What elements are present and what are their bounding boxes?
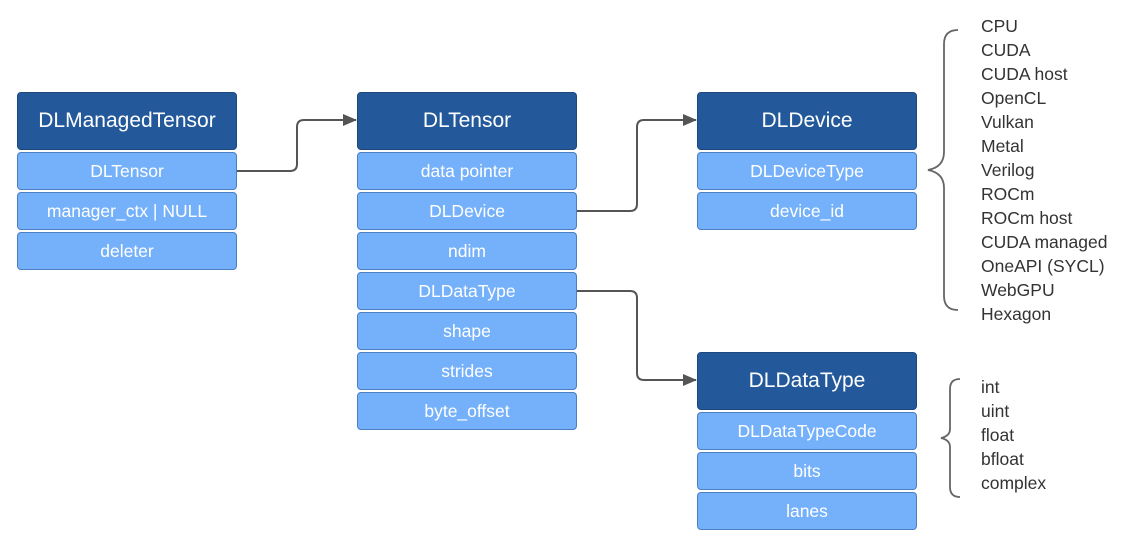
managed-field-manager-ctx: manager_ctx | NULL <box>17 192 237 230</box>
data-type-codes-brace <box>940 378 961 498</box>
device-field-device-type: DLDeviceType <box>697 152 917 190</box>
dl-device-struct: DLDevice DLDeviceType device_id <box>697 92 917 230</box>
device-types-brace <box>927 29 959 311</box>
device-type-item: CUDA managed <box>981 232 1108 252</box>
tensor-field-strides: strides <box>357 352 577 390</box>
device-type-item: Verilog <box>981 160 1035 180</box>
dl-tensor-header: DLTensor <box>357 92 577 150</box>
data-type-code-item: int <box>981 377 1000 397</box>
tensor-field-ndim: ndim <box>357 232 577 270</box>
tensor-field-dldevice: DLDevice <box>357 192 577 230</box>
data-type-code-item: float <box>981 425 1015 445</box>
data-type-code-item: uint <box>981 401 1010 421</box>
tensor-field-dldatatype: DLDataType <box>357 272 577 310</box>
device-type-item: CUDA <box>981 40 1031 60</box>
device-type-item: CUDA host <box>981 64 1068 84</box>
tensor-field-data-pointer: data pointer <box>357 152 577 190</box>
dl-data-type-struct: DLDataType DLDataTypeCode bits lanes <box>697 352 917 530</box>
device-type-item: Hexagon <box>981 304 1052 324</box>
arrow-tensor-to-datatype <box>577 290 697 386</box>
dl-data-type-header: DLDataType <box>697 352 917 410</box>
device-type-item: WebGPU <box>981 280 1055 300</box>
device-type-item: Metal <box>981 136 1024 156</box>
tensor-field-shape: shape <box>357 312 577 350</box>
dl-managed-tensor-struct: DLManagedTensor DLTensor manager_ctx | N… <box>17 92 237 270</box>
tensor-field-byte-offset: byte_offset <box>357 392 577 430</box>
device-type-list: CPU CUDA CUDA host OpenCL Vulkan Metal V… <box>981 14 1107 326</box>
dl-managed-tensor-header: DLManagedTensor <box>17 92 237 150</box>
data-type-code-item: complex <box>981 473 1047 493</box>
device-type-item: Vulkan <box>981 112 1034 132</box>
data-type-code-item: bfloat <box>981 449 1024 469</box>
dl-tensor-struct: DLTensor data pointer DLDevice ndim DLDa… <box>357 92 577 430</box>
device-type-item: OneAPI (SYCL) <box>981 256 1105 276</box>
arrow-managed-to-tensor <box>237 114 357 172</box>
device-type-item: ROCm host <box>981 208 1073 228</box>
datatype-field-lanes: lanes <box>697 492 917 530</box>
managed-field-deleter: deleter <box>17 232 237 270</box>
arrow-tensor-to-device <box>577 114 697 212</box>
managed-field-dltensor: DLTensor <box>17 152 237 190</box>
datatype-field-bits: bits <box>697 452 917 490</box>
device-type-item: ROCm <box>981 184 1035 204</box>
device-type-item: CPU <box>981 16 1018 36</box>
dl-device-header: DLDevice <box>697 92 917 150</box>
data-type-code-list: int uint float bfloat complex <box>981 375 1046 495</box>
datatype-field-code: DLDataTypeCode <box>697 412 917 450</box>
device-type-item: OpenCL <box>981 88 1047 108</box>
device-field-device-id: device_id <box>697 192 917 230</box>
